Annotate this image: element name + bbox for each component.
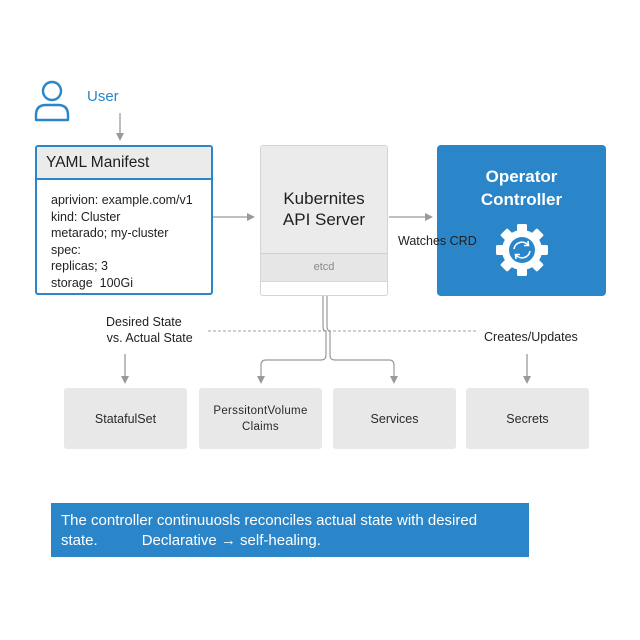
services-box: Services [333, 388, 456, 449]
pvc-label-line2: Claims [242, 420, 279, 433]
desired-label-line2: vs. Actual State [106, 331, 193, 345]
desired-label-line1: Desired State [106, 315, 182, 329]
connector-api-to-pvc [257, 296, 327, 384]
yaml-line: replicas; 3 [51, 259, 108, 273]
etcd-label: etcd [261, 254, 387, 282]
connector-api-to-services [326, 296, 398, 384]
api-server-title-line1: Kubernites [283, 188, 365, 208]
gear-sync-icon [496, 224, 548, 276]
banner-line1: The controller continuuosls reconciles a… [61, 512, 478, 529]
yaml-line: storage 100Gi [51, 275, 133, 290]
operator-title-line1: Operator [485, 167, 558, 186]
banner-line2-part1: state. [61, 532, 98, 549]
yaml-line: metarado; my-cluster [51, 226, 169, 240]
creates-updates-label: Creates/Updates [484, 330, 578, 344]
watches-crd-label: Watches CRD [398, 234, 477, 248]
yaml-line: aprivion: example.com/v1 [51, 193, 193, 207]
operator-title-line2: Controller [480, 190, 563, 209]
yaml-line: spec: [51, 242, 81, 257]
banner-line2-part2: Declarative → self-healing. [141, 532, 321, 549]
yaml-manifest-body: aprivion: example.com/v1 kind: Cluster m… [37, 180, 211, 291]
pvc-label-line1: PerssitontVolume [213, 404, 308, 417]
user-label: User [87, 88, 119, 105]
secrets-label: Secrets [506, 411, 549, 426]
api-server-box: Kubernites API Server etcd [260, 145, 388, 296]
statefulset-label: StatafulSet [94, 411, 157, 426]
api-server-title-line2: API Server [282, 209, 366, 229]
operator-controller-box: Operator Controller [437, 145, 606, 296]
desired-vs-actual-label: Desired State vs. Actual State [106, 314, 193, 346]
banner-line2: state. Declarative → self-healing. [61, 531, 519, 551]
yaml-manifest-title: YAML Manifest [37, 147, 211, 180]
pvc-box: PerssitontVolume Claims [199, 388, 322, 449]
operator-controller-title: Operator Controller [437, 165, 606, 211]
services-label: Services [370, 411, 419, 426]
statefulset-box: StatafulSet [64, 388, 187, 449]
yaml-line: kind: Cluster [51, 209, 121, 224]
yaml-manifest-box: YAML Manifest aprivion: example.com/v1 k… [35, 145, 213, 295]
user-icon [34, 80, 70, 122]
secrets-box: Secrets [466, 388, 589, 449]
summary-banner: The controller continuuosls reconciles a… [51, 503, 529, 557]
api-server-title: Kubernites API Server [261, 146, 387, 254]
